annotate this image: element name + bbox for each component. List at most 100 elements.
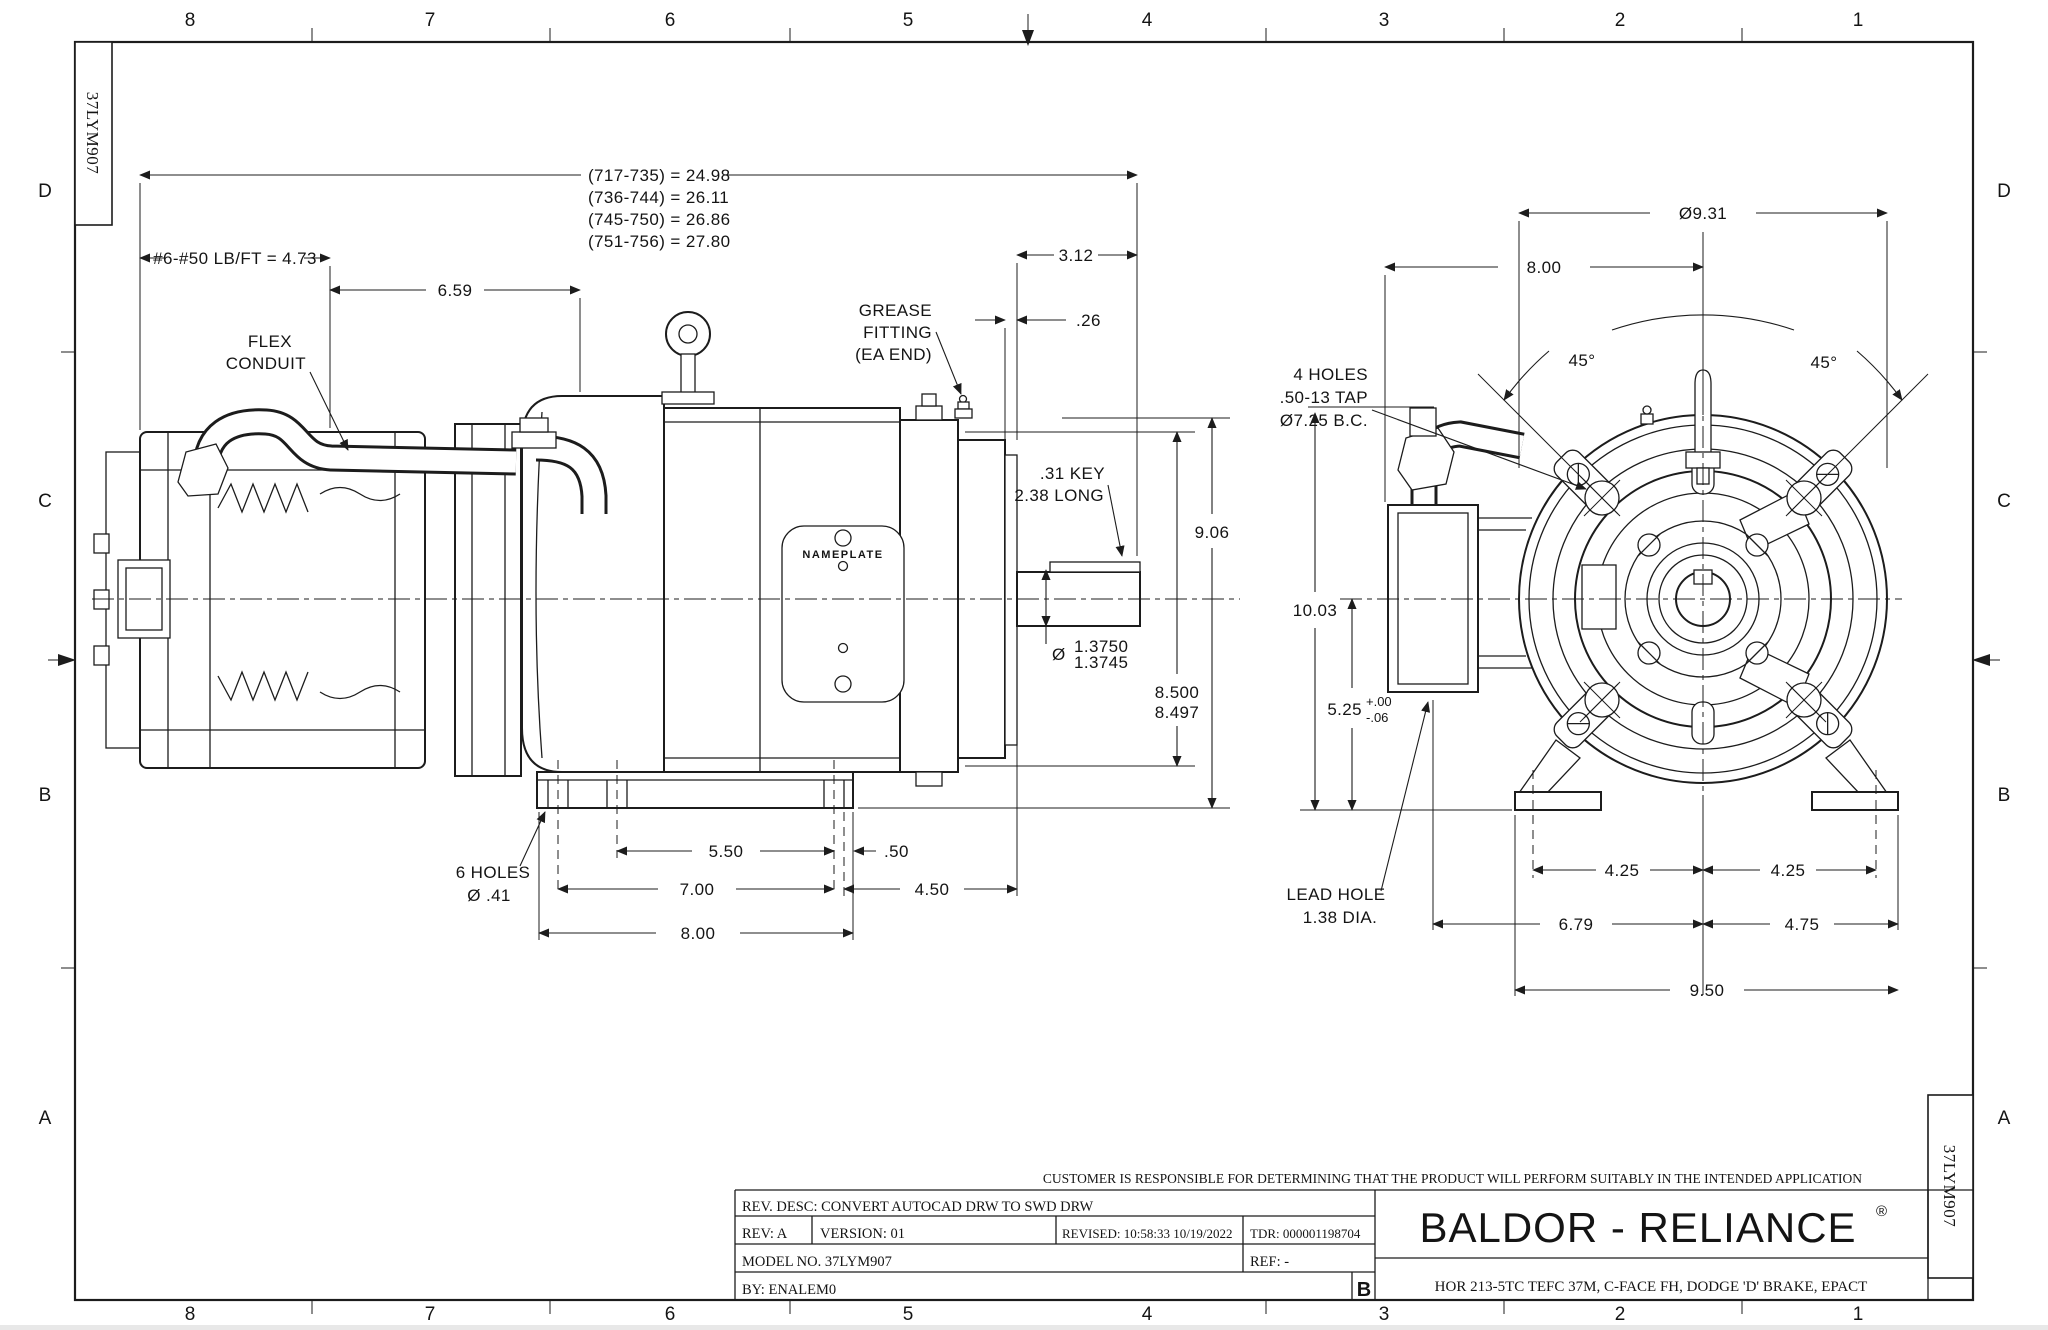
diameter-symbol: Ø: [1052, 645, 1066, 664]
label-flex-conduit: FLEX CONDUIT: [226, 332, 349, 451]
grid-col-label: 3: [1379, 10, 1390, 31]
doc-number: 37LYM907: [83, 92, 102, 175]
grid-col-label: 2: [1615, 1304, 1626, 1325]
hex-plug: [93, 645, 110, 666]
motor-body: [521, 393, 1018, 787]
dim-text: 5.50: [709, 842, 744, 861]
sheet-border: 8 7 6 5 4 3 2 1 8 7 6 5 4 3 2 1 D C B A …: [38, 10, 2011, 1325]
label-shaft-key: .31 KEY 2.38 LONG: [1014, 464, 1125, 557]
ref-cell: REF: -: [1250, 1254, 1289, 1270]
shaft: [1016, 561, 1141, 627]
doc-number: 37LYM907: [1940, 1145, 1959, 1228]
grid-col-label: 2: [1615, 10, 1626, 31]
label-text: .50-13 TAP: [1280, 388, 1368, 407]
dim-text: #6-#50 LB/FT = 4.73: [153, 249, 317, 268]
grid-col-label: 4: [1142, 10, 1153, 31]
nameplate: NAMEPLATE: [781, 525, 905, 703]
dim-text: (745-750) = 26.86: [588, 210, 730, 229]
title-block-frame: [734, 1189, 1973, 1300]
extension-lines: [139, 183, 1230, 940]
grid-row-label: C: [38, 491, 52, 512]
dim-text: 8.00: [1527, 258, 1562, 277]
grid-col-labels-top: 8 7 6 5 4 3 2 1: [185, 10, 1864, 31]
conduit-cap: [1409, 407, 1437, 437]
label-text: FLEX: [248, 332, 292, 351]
tolerance-lower: -.06: [1366, 710, 1388, 725]
conduit-elbow-fitting: [1397, 427, 1455, 491]
dim-45-degrees: 45° 45°: [1503, 314, 1903, 401]
grid-row-label: D: [1997, 181, 2011, 202]
dim-text: 8.497: [1155, 703, 1200, 722]
dim-906: 9.06: [1195, 417, 1230, 809]
revised-cell: REVISED: 10:58:33 10/19/2022: [1062, 1226, 1232, 1241]
grid-col-label: 1: [1853, 1304, 1864, 1325]
title-block-cells: REV. DESC: CONVERT AUTOCAD DRW TO SWD DR…: [742, 1199, 1371, 1301]
dim-text: 4.25: [1771, 861, 1806, 880]
foot-pad: [1514, 791, 1602, 811]
grid-col-label: 4: [1142, 1304, 1153, 1325]
tolerance-upper: +.00: [1366, 694, 1392, 709]
dim-800: 8.00: [538, 924, 854, 943]
dim-text: 6.59: [438, 281, 473, 300]
side-view-dimensions: (717-735) = 24.98 (736-744) = 26.11 (745…: [139, 166, 1230, 943]
registered-mark: ®: [1876, 1203, 1887, 1220]
label-text: FITTING: [863, 323, 932, 342]
grid-col-label: 5: [903, 10, 914, 31]
dim-text: 5.25: [1327, 700, 1362, 719]
grid-col-label: 8: [185, 1304, 196, 1325]
dim-312: 3.12: [1016, 246, 1138, 265]
mounting-base: [536, 771, 854, 809]
grid-col-label: 3: [1379, 1304, 1390, 1325]
flex-conduit-pipe: [177, 408, 608, 514]
grid-row-label: C: [1997, 491, 2011, 512]
clamp-bolt: [915, 771, 943, 787]
dim-425-right: 4.25: [1702, 861, 1877, 880]
dim-text: (751-756) = 27.80: [588, 232, 730, 251]
grid-col-label: 1: [1853, 10, 1864, 31]
dim-800-front: 8.00: [1384, 258, 1704, 277]
model-no-cell: MODEL NO. 37LYM907: [742, 1254, 892, 1270]
clamp-bolt: [915, 405, 943, 421]
label-text: (EA END): [855, 345, 932, 364]
label-text: 4 HOLES: [1293, 365, 1368, 384]
label-text: GREASE: [859, 301, 932, 320]
dim-700: 7.00: [557, 880, 835, 899]
clamp-bolt: [921, 393, 937, 407]
dim-text: Ø9.31: [1679, 204, 1727, 223]
dim-659: 6.59: [329, 281, 581, 300]
grid-col-label: 8: [185, 10, 196, 31]
dim-text: 8.00: [681, 924, 716, 943]
dim-text: 4.75: [1785, 915, 1820, 934]
dim-drum: 8.500 8.497: [1155, 431, 1200, 767]
tdr-cell: TDR: 000001198704: [1250, 1226, 1361, 1241]
dim-050: .50: [812, 842, 908, 861]
conduit-elbow-fitting: [177, 443, 229, 497]
label-6-holes: 6 HOLES Ø .41: [456, 811, 546, 905]
conduit-box: [1387, 407, 1532, 693]
dim-475: 4.75: [1702, 915, 1899, 934]
face-screws: [1637, 533, 1769, 665]
front-view: [1340, 352, 1902, 811]
cooling-fins: [217, 482, 309, 514]
edge-center-arrows: [48, 14, 2000, 666]
foot-pad: [1811, 791, 1899, 811]
dim-text: 1.3745: [1074, 653, 1128, 672]
dim-text: 9.06: [1195, 523, 1230, 542]
grease-fitting: [954, 394, 973, 419]
cooling-fins: [217, 670, 309, 702]
side-view: NAMEPLATE: [92, 311, 1240, 809]
dim-931: Ø9.31: [1518, 204, 1888, 223]
dim-text: (736-744) = 26.11: [588, 188, 729, 207]
label-text: Ø .41: [467, 886, 511, 905]
extension-lines: [1300, 221, 1929, 996]
dim-text: 45°: [1569, 351, 1596, 370]
hex-plug: [93, 533, 110, 554]
front-view-dimensions: Ø9.31 8.00 45° 45° 4 HOLES .50-13 TAP Ø7…: [1280, 204, 1929, 1000]
brand-name: BALDOR - RELIANCE: [1419, 1204, 1856, 1251]
grid-row-label: D: [38, 181, 52, 202]
conduit-nut: [511, 431, 557, 449]
disclaimer-text: CUSTOMER IS RESPONSIBLE FOR DETERMINING …: [1043, 1171, 1862, 1186]
eyebolt: [661, 311, 715, 405]
dim-text: (717-735) = 24.98: [588, 166, 730, 185]
brake-housing: [93, 431, 426, 769]
